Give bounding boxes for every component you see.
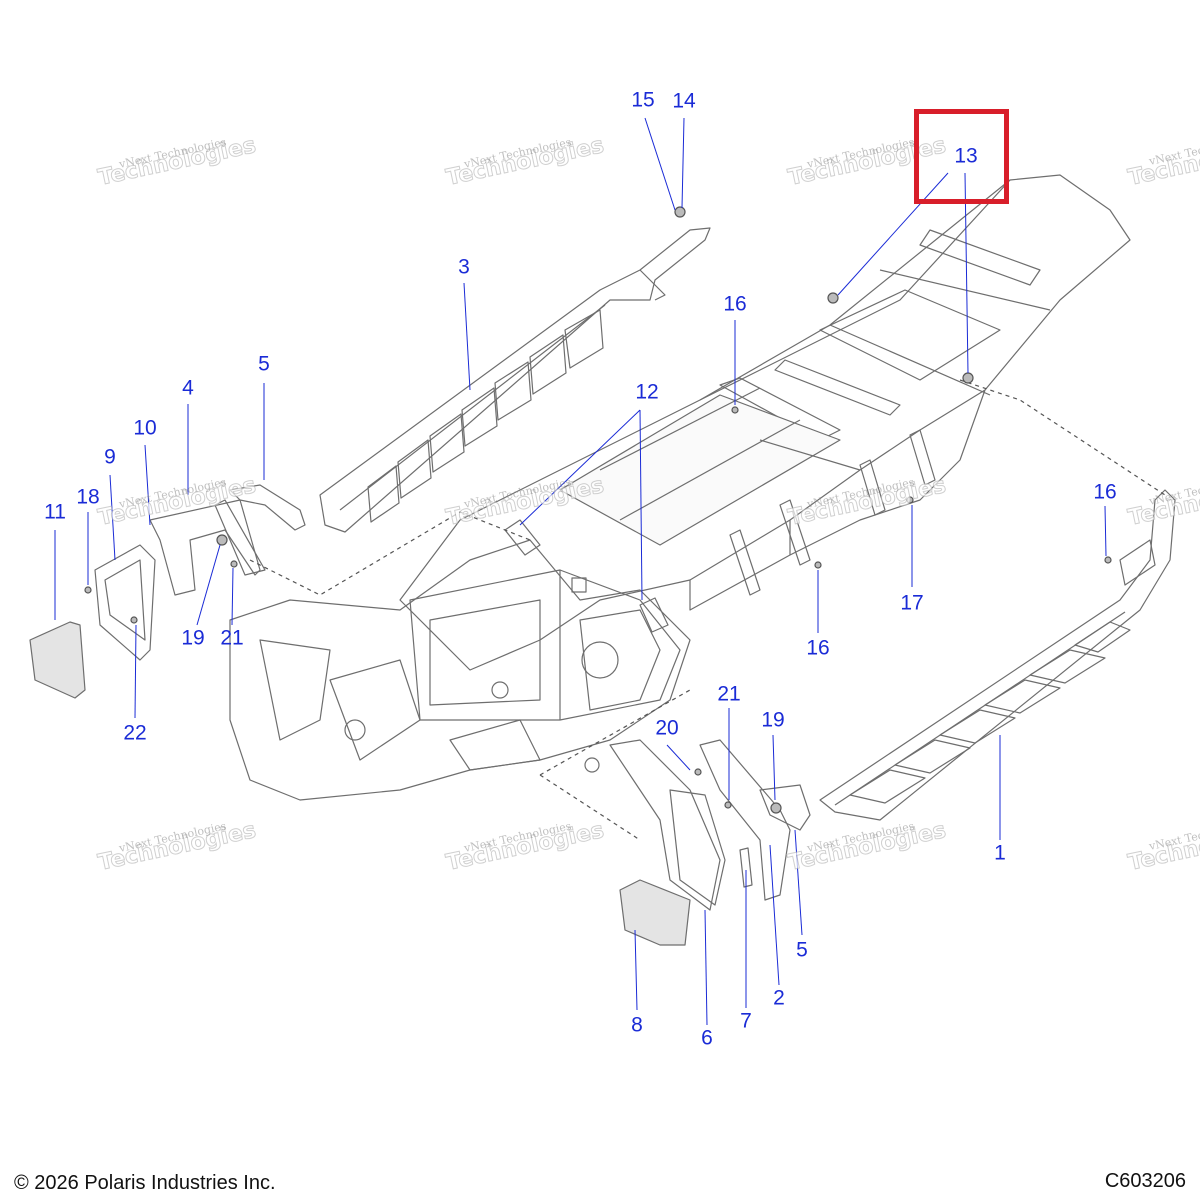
- callout-19-left[interactable]: 19: [181, 626, 205, 650]
- left-bracket-group: [29, 484, 306, 699]
- callout-8[interactable]: 8: [631, 1013, 643, 1037]
- callout-6[interactable]: 6: [701, 1026, 713, 1050]
- callout-22[interactable]: 22: [123, 721, 147, 745]
- callout-13[interactable]: 13: [954, 144, 978, 168]
- callout-10[interactable]: 10: [133, 416, 157, 440]
- callout-16-right[interactable]: 16: [1093, 480, 1117, 504]
- callout-20[interactable]: 20: [655, 716, 679, 740]
- front-bulkhead: [229, 519, 691, 801]
- callout-11[interactable]: 11: [44, 500, 66, 524]
- callout-14[interactable]: 14: [672, 89, 696, 113]
- leader-lines: [54, 117, 1107, 1026]
- callout-5-left[interactable]: 5: [258, 352, 270, 376]
- callout-2[interactable]: 2: [773, 986, 785, 1010]
- right-bracket-group: [584, 739, 811, 946]
- callout-21-left[interactable]: 21: [220, 626, 244, 650]
- callout-12[interactable]: 12: [635, 380, 659, 404]
- callout-7[interactable]: 7: [740, 1009, 752, 1033]
- callout-19-right[interactable]: 19: [761, 708, 785, 732]
- left-running-board: [319, 227, 711, 533]
- callout-16-top[interactable]: 16: [723, 292, 747, 316]
- fasteners: [84, 206, 1112, 814]
- callout-15[interactable]: 15: [631, 88, 655, 112]
- right-running-board: [819, 489, 1176, 821]
- assembly-guide-lines: [249, 379, 1166, 841]
- callout-5-right[interactable]: 5: [796, 938, 808, 962]
- callout-16-lower[interactable]: 16: [806, 636, 830, 660]
- callout-4[interactable]: 4: [182, 376, 194, 400]
- callout-13-highlight-box: [914, 109, 1009, 204]
- callout-9[interactable]: 9: [104, 445, 116, 469]
- callout-17[interactable]: 17: [900, 591, 924, 615]
- callout-3[interactable]: 3: [458, 255, 470, 279]
- callout-18[interactable]: 18: [76, 485, 100, 509]
- copyright-text: © 2026 Polaris Industries Inc.: [14, 1172, 276, 1194]
- figure-id: C603206: [1104, 1170, 1186, 1192]
- callout-21-right[interactable]: 21: [717, 682, 741, 706]
- callout-1[interactable]: 1: [994, 841, 1006, 865]
- chassis-tunnel: [399, 174, 1131, 671]
